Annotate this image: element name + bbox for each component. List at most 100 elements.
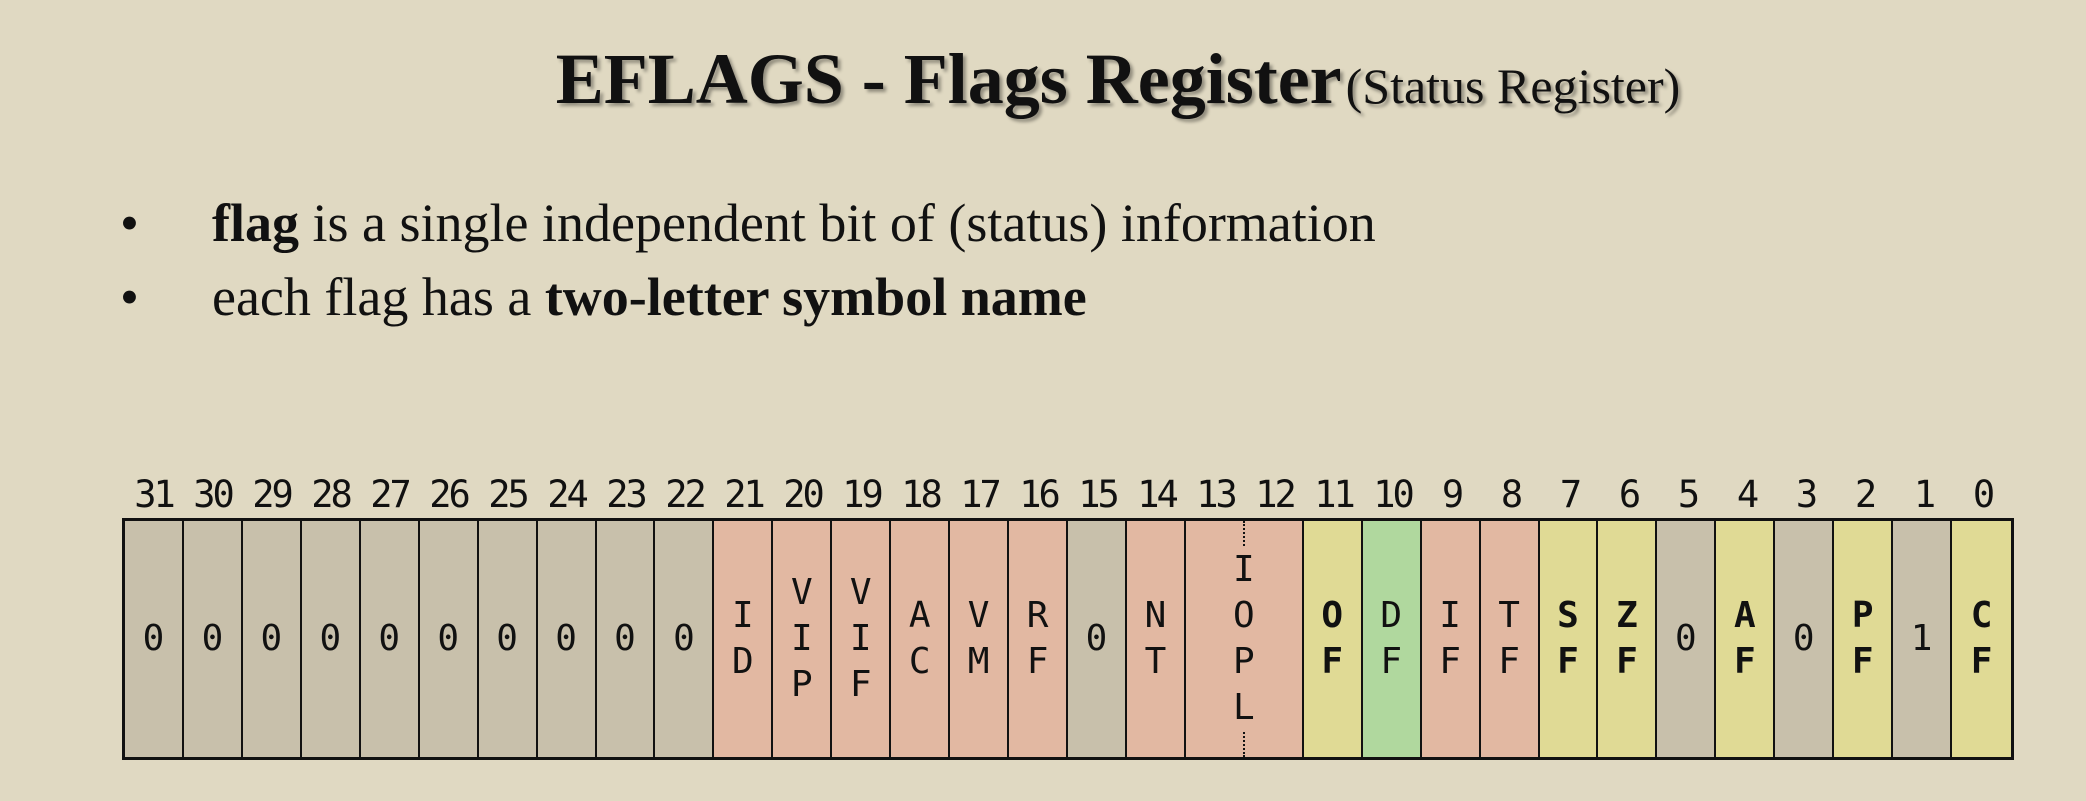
bit-number-11: 11 — [1314, 473, 1356, 516]
flag-letter: T — [1144, 641, 1167, 682]
flag-letter: O — [1232, 595, 1255, 636]
flag-letter: 0 — [673, 618, 695, 659]
bullet-text: is a single independent bit of (status) … — [299, 193, 1376, 253]
register-bit-23: 0 — [596, 521, 656, 757]
bit-number-3: 3 — [1795, 473, 1818, 516]
bit-number-13: 13 — [1196, 473, 1238, 516]
flag-letter: 0 — [1085, 618, 1108, 659]
flag-letter: A — [1733, 595, 1756, 636]
flag-letter: N — [1144, 595, 1167, 636]
bit-number-22: 22 — [665, 473, 707, 516]
flag-letter: V — [849, 572, 872, 613]
flag-letter: V — [790, 572, 813, 613]
flag-letter: F — [1733, 641, 1756, 682]
bit-number-27: 27 — [370, 473, 412, 516]
register-bit-15: 0 — [1068, 521, 1127, 757]
flag-letter: I — [849, 618, 872, 659]
register-bit-27: 0 — [360, 521, 420, 757]
flag-letter: I — [732, 595, 754, 636]
flag-letter: 0 — [1792, 618, 1815, 659]
register-bit-1: 1 — [1893, 521, 1953, 757]
flag-letter: F — [1970, 641, 1993, 682]
bit-number-1: 1 — [1913, 473, 1936, 516]
bit-number-17: 17 — [960, 473, 1002, 516]
register-bit-22: 0 — [655, 521, 715, 757]
bullet-marker: • — [120, 267, 139, 327]
flag-letter: 0 — [1675, 618, 1697, 659]
bit-number-4: 4 — [1736, 473, 1759, 516]
flag-letter: P — [1851, 595, 1874, 636]
bit-number-29: 29 — [252, 473, 294, 516]
bit-number-10: 10 — [1373, 473, 1415, 516]
bit-number-2: 2 — [1854, 473, 1877, 516]
bullet-item-symbol-name: • each flag has a two-letter symbol name — [120, 270, 1087, 324]
bit-number-0: 0 — [1972, 473, 1995, 516]
bit-number-9: 9 — [1441, 473, 1464, 516]
flag-letter: S — [1557, 595, 1579, 636]
flag-letter: 1 — [1910, 618, 1933, 659]
flag-letter: C — [908, 641, 931, 682]
flag-letter: F — [1321, 641, 1344, 682]
bit-number-21: 21 — [724, 473, 766, 516]
register-bit-29: 0 — [242, 521, 302, 757]
flag-letter: M — [967, 641, 990, 682]
bit-number-19: 19 — [842, 473, 884, 516]
flag-letter: I — [1232, 549, 1255, 590]
flag-letter: 0 — [437, 618, 459, 659]
flag-letter: Z — [1616, 595, 1638, 636]
register-bit-3: 0 — [1775, 521, 1835, 757]
bit-number-23: 23 — [606, 473, 648, 516]
flag-letter: F — [1498, 641, 1520, 682]
flag-letter: A — [908, 595, 931, 636]
bullet-item-flag-definition: •flag is a single independent bit of (st… — [120, 196, 1376, 250]
bit-number-8: 8 — [1500, 473, 1523, 516]
flag-letter: F — [1439, 641, 1461, 682]
bullet-text: each flag has a — [212, 267, 545, 327]
flag-letter: 0 — [378, 618, 401, 659]
bullet-bold-text: two-letter symbol name — [544, 267, 1087, 327]
register-bit-25: 0 — [478, 521, 538, 757]
flag-letter: D — [732, 641, 754, 682]
flag-letter: O — [1321, 595, 1344, 636]
flag-letter: V — [967, 595, 990, 636]
register-bit-30: 0 — [183, 521, 243, 757]
bullet-bold-text: flag — [212, 193, 299, 253]
bit-number-15: 15 — [1078, 473, 1120, 516]
bit-number-7: 7 — [1559, 473, 1582, 516]
flag-letter: 0 — [142, 618, 165, 659]
bit-number-6: 6 — [1618, 473, 1641, 516]
bit-number-18: 18 — [901, 473, 943, 516]
register-bit-24: 0 — [537, 521, 597, 757]
flag-letter: F — [1026, 641, 1049, 682]
flag-letter: 0 — [555, 618, 577, 659]
flag-letter: F — [1851, 641, 1874, 682]
flag-letter: L — [1232, 687, 1255, 728]
bit-number-25: 25 — [488, 473, 530, 516]
bit-number-12: 12 — [1255, 473, 1297, 516]
flag-letter: 0 — [260, 618, 283, 659]
bit-number-24: 24 — [547, 473, 589, 516]
flag-letter: 0 — [319, 618, 342, 659]
register-bit-5: 0 — [1657, 521, 1717, 757]
flag-letter: I — [790, 618, 813, 659]
title-main: EFLAGS - Flags Register — [555, 39, 1342, 119]
register-bit-26: 0 — [419, 521, 479, 757]
bit-number-5: 5 — [1677, 473, 1700, 516]
